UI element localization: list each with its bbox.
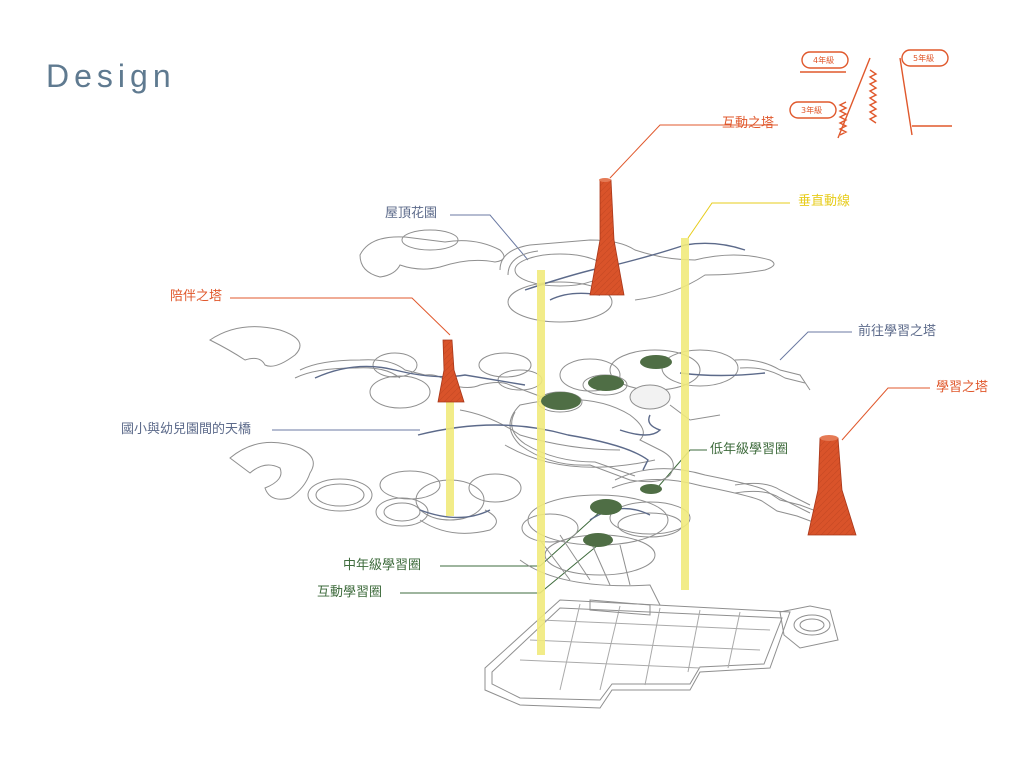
interaction-circle-leader <box>400 544 599 594</box>
lower-grade-circle-label: 低年級學習圈 <box>710 442 789 457</box>
lower-grade-learning-circle <box>640 484 662 494</box>
level3-learning-circle-a <box>541 392 581 410</box>
level3-learning-circle-b <box>588 375 624 391</box>
vertical-column-center <box>537 270 545 655</box>
interaction-tower-leader <box>609 124 778 179</box>
to-learning-tower-leader <box>779 331 852 361</box>
learning-tower <box>807 435 857 536</box>
grade4-tag: 4年級 <box>813 56 835 65</box>
interaction-tower <box>589 178 625 296</box>
inset-slant-left <box>837 57 871 139</box>
level-3 <box>504 349 811 483</box>
page-title: Design <box>46 58 176 94</box>
grade-stair-inset <box>789 49 952 139</box>
middle-grade-circle-label: 中年級學習圈 <box>343 558 422 573</box>
base-grid <box>519 603 771 691</box>
interaction-circle-label: 互動學習圈 <box>317 585 383 600</box>
inset-upper-zigzag <box>868 69 878 124</box>
vertical-circulation-leader <box>687 202 790 239</box>
companion-tower-leader <box>230 297 451 336</box>
grade5-tag-frame <box>901 49 949 67</box>
grade3-tag: 3年級 <box>801 106 823 115</box>
companion-tower <box>437 339 465 403</box>
vertical-circulation-columns <box>446 238 689 655</box>
learning-circles <box>541 355 672 547</box>
grade3-tag-frame <box>789 101 837 119</box>
towers <box>437 178 857 536</box>
learning-tower-label: 學習之塔 <box>936 380 989 395</box>
lower-grade-leader <box>657 449 707 488</box>
inset-slant-right <box>899 57 913 136</box>
roof-level <box>359 229 775 323</box>
companion-tower-label: 陪伴之塔 <box>170 289 223 304</box>
learning-tower-leader <box>841 387 930 441</box>
middle-grade-learning-circle <box>590 499 622 515</box>
to-learning-tower-label: 前往學習之塔 <box>858 324 937 339</box>
bridge-to-learning-tower <box>734 482 811 514</box>
vertical-column-left <box>446 398 454 516</box>
ground-floor <box>484 599 839 709</box>
level3-learning-circle-c <box>640 355 672 369</box>
interaction-learning-circle <box>583 533 613 547</box>
roof-garden-label: 屋頂花園 <box>385 206 438 221</box>
roof-garden-leader <box>450 214 529 261</box>
level-3-left <box>209 326 621 451</box>
sky-bridge-label: 國小與幼兒園間的天橋 <box>121 422 252 437</box>
interaction-tower-label: 互動之塔 <box>722 116 775 131</box>
level-1 <box>519 468 841 616</box>
vertical-column-right <box>681 238 689 590</box>
inset-lower-zigzag <box>838 101 848 136</box>
level-2-left <box>229 441 522 534</box>
grade5-tag: 5年級 <box>913 54 935 63</box>
vertical-circulation-label: 垂直動線 <box>798 194 851 209</box>
grade4-tag-frame <box>801 51 849 69</box>
